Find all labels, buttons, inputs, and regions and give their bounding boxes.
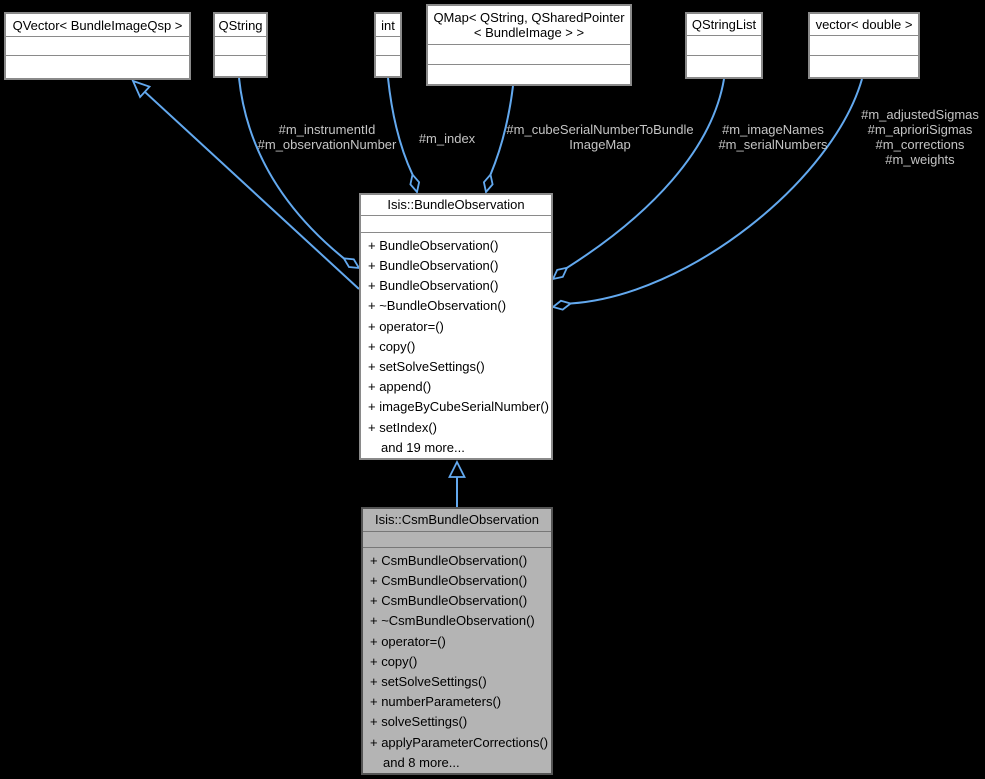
attributes-compartment [363,530,551,547]
class-node-qmap[interactable]: QMap< QString, QSharedPointer< BundleIma… [426,4,632,86]
member-edge-qstringlist [566,78,725,269]
member-edge-qmap [489,85,514,175]
class-title: QMap< QString, QSharedPointer< BundleIma… [433,10,625,40]
member-edge-int [387,77,414,176]
attributes-compartment [428,44,630,64]
edge-label-qstringlist-members: #m_imageNames#m_serialNumbers [718,122,828,152]
class-title: QString [218,17,263,33]
attributes-compartment [215,36,266,55]
methods-compartment [6,55,189,78]
class-node-qvector[interactable]: QVector< BundleImageQsp > [4,12,191,80]
aggregation-diamond-qmap [482,172,494,194]
methods-compartment [687,55,761,77]
member-edge-vector [570,78,863,305]
methods-compartment [810,55,918,77]
methods-compartment: + BundleObservation()+ BundleObservation… [361,231,551,458]
method-list: + BundleObservation()+ BundleObservation… [368,237,549,435]
aggregation-diamond-qstring [342,257,361,270]
class-node-csm-bundle-observation[interactable]: Isis::CsmBundleObservation + CsmBundleOb… [361,507,553,775]
inheritance-arrowhead-bundle [448,459,466,478]
inheritance-edge-bundle-to-qvector [144,91,360,290]
methods-compartment [428,64,630,84]
more-methods-label: and 8 more... [383,754,460,770]
aggregation-diamond-vector [551,299,573,311]
class-node-qstringlist[interactable]: QStringList [685,12,763,79]
class-node-bundle-observation[interactable]: Isis::BundleObservation + BundleObservat… [359,193,553,460]
edge-label-qstring-members: #m_instrumentId#m_observationNumber [257,122,397,152]
methods-compartment [215,55,266,76]
aggregation-diamond-qstringlist [551,266,569,281]
class-title: int [381,17,395,33]
class-node-int[interactable]: int [374,12,402,78]
method-list: + CsmBundleObservation()+ CsmBundleObser… [370,552,549,750]
class-title: QStringList [691,17,757,32]
class-title: Isis::BundleObservation [387,197,525,213]
inheritance-arrowhead-qvector [131,79,152,99]
methods-compartment [376,55,400,76]
attributes-compartment [376,36,400,55]
class-title: vector< double > [815,17,913,32]
attributes-compartment [687,35,761,55]
class-node-vector-double[interactable]: vector< double > [808,12,920,79]
more-methods-label: and 19 more... [381,439,465,455]
attributes-compartment [361,214,551,232]
attributes-compartment [6,36,189,55]
edge-label-vector-members: #m_adjustedSigmas#m_aprioriSigmas#m_corr… [861,107,979,167]
edge-label-int-members: #m_index [418,131,476,146]
aggregation-diamond-int [409,172,421,194]
class-node-qstring[interactable]: QString [213,12,268,78]
attributes-compartment [810,35,918,55]
methods-compartment: + CsmBundleObservation()+ CsmBundleObser… [363,546,551,773]
class-title: Isis::CsmBundleObservation [374,512,539,528]
class-title: QVector< BundleImageQsp > [12,17,183,33]
member-edge-qstring [238,77,345,260]
